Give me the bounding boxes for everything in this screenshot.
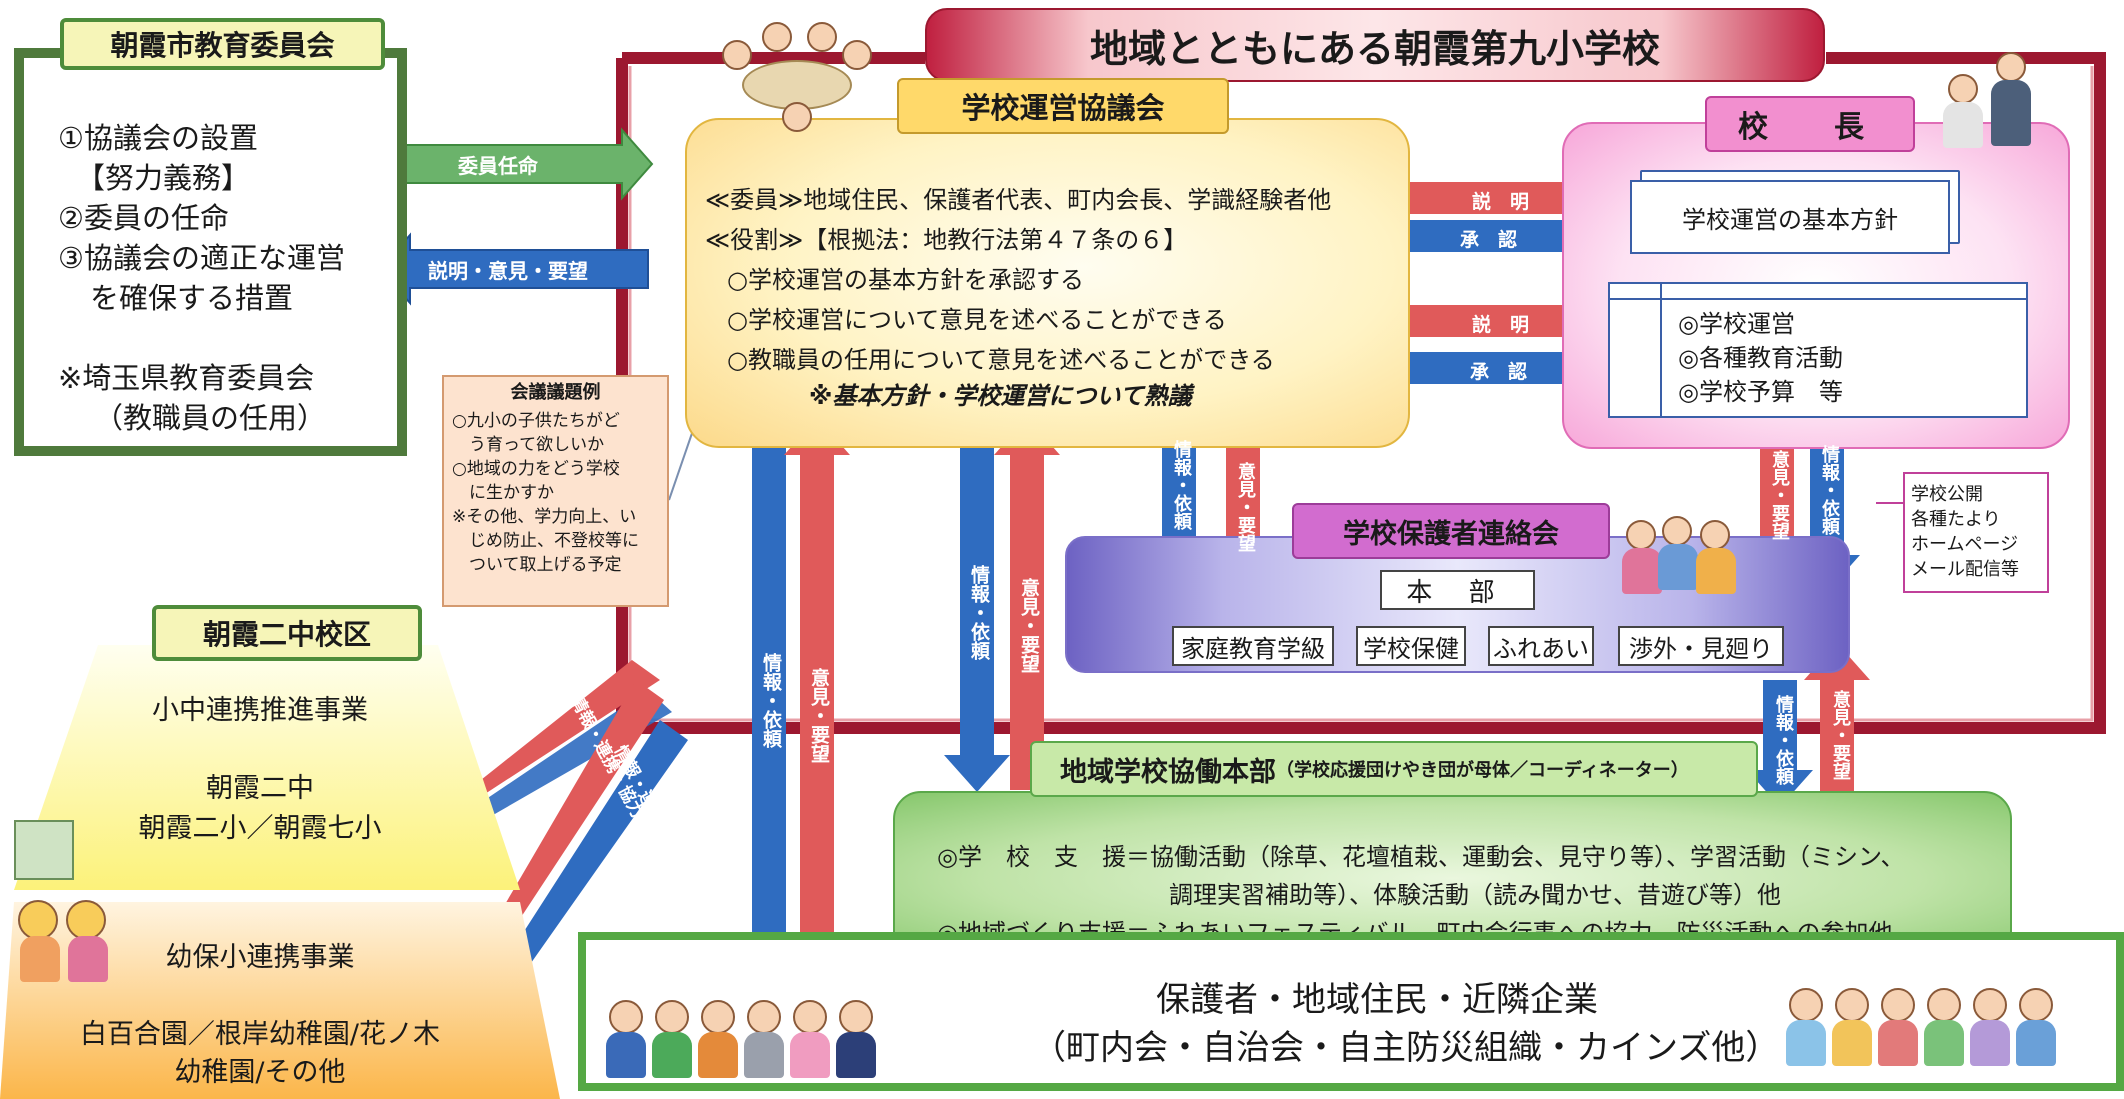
publicity-connector xyxy=(1876,502,1904,504)
community-box: 保護者・地域住民・近隣企業 （町内会・自治会・自主防災組織・カインズ他） xyxy=(578,932,2124,1091)
explain-label-2: 説 明 xyxy=(1472,314,1530,336)
memo-box: 会議議題例 ○九小の子供たちがど う育って欲しいか ○地域の力をどう学校 に生か… xyxy=(442,375,669,607)
board-item-5: を確保する措置 xyxy=(90,281,294,315)
info-arrow-council-community xyxy=(736,418,802,997)
memo-line-5: ※その他、学力向上、い xyxy=(452,507,637,527)
district-trapezoid-top xyxy=(14,645,520,890)
district-school-2: 朝霞二小／朝霞七小 xyxy=(138,813,382,844)
chiiki-label-sub: （学校応援団けやき団が母体／コーディネーター） xyxy=(1276,760,1689,781)
approve-arrow-1 xyxy=(1378,208,1620,264)
info-arrow-council-chiiki xyxy=(944,418,1010,792)
principal-illustration xyxy=(1938,44,2038,149)
board-box: ①協議会の設置 【努力義務】 ②委員の任命 ③協議会の適正な運営 を確保する措置… xyxy=(14,48,407,456)
principal-box: 学校運営の基本方針 ◎学校運営 ◎各種教育活動 ◎学校予算 等 xyxy=(1562,122,2070,449)
council-duty-1: ○学校運営の基本方針を承認する xyxy=(727,266,1084,294)
district-kinder-1: 白百合園／根岸幼稚園/花ノ木 xyxy=(79,1019,441,1050)
page-title: 地域とともにある朝霞第九小学校 xyxy=(925,8,1825,82)
district-lower-blue-arrow xyxy=(478,720,688,1015)
chiiki-label: 地域学校協働本部 （学校応援団けやき団が母体／コーディネーター） xyxy=(1030,741,1758,797)
pta-unit-1: 家庭教育学級 xyxy=(1172,626,1334,666)
publicity-item-1: 学校公開 xyxy=(1911,484,1983,505)
approve-label-1: 承 認 xyxy=(1460,229,1518,251)
explain-opinion-label: 説明・意見・要望 xyxy=(428,259,588,283)
community-line-1: 保護者・地域住民・近隣企業 xyxy=(1156,980,1598,1020)
info-label-council-community: 情報・依頼 xyxy=(760,653,782,748)
pta-unit-3: ふれあい xyxy=(1488,626,1594,666)
opinion-label-pta-council: 意見・要望 xyxy=(1235,462,1256,552)
workers-illustration xyxy=(606,1000,876,1078)
children-illustration xyxy=(4,820,122,982)
memo-line-3: ○地域の力をどう学校 xyxy=(452,459,620,479)
publicity-box: 学校公開 各種たより ホームページ メール配信等 xyxy=(1903,472,2049,593)
explain-arrow-2 xyxy=(1382,293,1618,349)
memo-title: 会議議題例 xyxy=(510,382,601,403)
district-kinder-2: 幼稚園/その他 xyxy=(174,1057,346,1088)
community-line-2: （町内会・自治会・自主防災組織・カインズ他） xyxy=(1032,1028,1780,1068)
info-label-pta-chiiki: 情報・依頼 xyxy=(1773,695,1794,785)
approve-label-2: 承 認 xyxy=(1470,361,1528,383)
explain-label-1: 説 明 xyxy=(1472,191,1530,213)
publicity-item-4: メール配信等 xyxy=(1911,559,2019,580)
council-note: ※基本方針・学校運営について熟議 xyxy=(809,382,1192,410)
explain-arrow-1 xyxy=(1382,170,1618,226)
pta-unit-2: 学校保健 xyxy=(1356,626,1466,666)
district-project-1: 小中連携推進事業 xyxy=(152,695,368,726)
info-label-council-chiiki: 情報・依頼 xyxy=(968,565,990,660)
info-arrow-pta-chiiki xyxy=(1747,680,1813,807)
board-item-1: ①協議会の設置 xyxy=(58,121,258,155)
memo-line-6: じめ防止、不登校等に xyxy=(452,531,639,551)
meeting-illustration xyxy=(712,10,882,140)
info-label-principal-pta: 情報・依頼 xyxy=(1819,445,1840,535)
opinion-arrow-chiiki-council xyxy=(994,418,1060,790)
council-members: ≪委員≫地域住民、保護者代表、町内会長、学識経験者他 xyxy=(705,186,1332,214)
board-note-2: （教職員の任用） xyxy=(94,401,327,435)
chiiki-label-main: 地域学校協働本部 xyxy=(1060,756,1276,788)
memo-line-1: ○九小の子供たちがど xyxy=(452,411,620,431)
chiiki-line-1: ◎学 校 支 援＝協働活動（除草、花壇植栽、運動会、見守り等）、学習活動（ミシン… xyxy=(937,843,1905,871)
district-upper-red-arrow xyxy=(432,660,660,822)
pta-unit-4: 渉外・見廻り xyxy=(1618,626,1784,666)
pta-label: 学校保護者連絡会 xyxy=(1292,503,1610,559)
principal-item-2: ◎各種教育活動 xyxy=(1678,344,1843,372)
policy-doc: 学校運営の基本方針 xyxy=(1630,180,1950,254)
chiiki-line-2: 調理実習補助等）、体験活動（読み聞かせ、昔遊び等）他 xyxy=(1169,881,1781,909)
memo-line-2: う育って欲しいか xyxy=(452,435,605,455)
district-project-2: 幼保小連携事業 xyxy=(165,942,355,973)
board-item-3: ②委員の任命 xyxy=(58,201,229,235)
publicity-item-2: 各種たより xyxy=(1911,509,2001,530)
principal-items-box: ◎学校運営 ◎各種教育活動 ◎学校予算 等 xyxy=(1608,282,2028,418)
opinion-arrow-community-council xyxy=(784,418,850,995)
opinion-arrow-chiiki-pta xyxy=(1804,643,1870,810)
board-item-2: 【努力義務】 xyxy=(76,161,251,195)
residents-illustration xyxy=(1786,988,2056,1066)
council-duty-3: ○教職員の任用について意見を述べることができる xyxy=(727,346,1275,374)
appoint-label: 委員任命 xyxy=(458,154,538,178)
parents-illustration xyxy=(1622,512,1744,612)
district-label: 朝霞二中校区 xyxy=(152,605,422,661)
board-note-1: ※埼玉県教育委員会 xyxy=(58,361,315,395)
council-label: 学校運営協議会 xyxy=(897,78,1229,134)
principal-item-1: ◎学校運営 xyxy=(1678,310,1795,338)
council-box: ≪委員≫地域住民、保護者代表、町内会長、学識経験者他 ≪役割≫【根拠法：地教行法… xyxy=(685,118,1410,448)
council-duty-2: ○学校運営について意見を述べることができる xyxy=(727,306,1227,334)
memo-line-4: に生かすか xyxy=(452,483,554,503)
board-label: 朝霞市教育委員会 xyxy=(60,18,385,70)
appoint-arrow xyxy=(377,127,654,201)
district-trapezoid-bottom xyxy=(0,902,560,1099)
pta-hq: 本 部 xyxy=(1380,570,1535,610)
opinion-label-chiiki-council: 意見・要望 xyxy=(1018,578,1040,673)
opinion-label-community-council: 意見・要望 xyxy=(808,668,830,763)
opinion-label-chiiki-pta: 意見・要望 xyxy=(1830,690,1851,780)
council-role: ≪役割≫【根拠法：地教行法第４７条の６】 xyxy=(705,226,1188,254)
district-lower-red-arrow xyxy=(474,680,664,968)
publicity-item-3: ホームページ xyxy=(1911,534,2019,555)
principal-label: 校 長 xyxy=(1705,96,1915,152)
info-label-council-pta: 情報・依頼 xyxy=(1171,440,1192,530)
board-item-4: ③協議会の適正な運営 xyxy=(58,241,345,275)
principal-item-3: ◎学校予算 等 xyxy=(1678,378,1843,406)
opinion-label-pta-principal: 意見・要望 xyxy=(1769,450,1790,540)
memo-line-7: ついて取上げる予定 xyxy=(452,555,622,575)
district-school-1: 朝霞二中 xyxy=(206,773,314,804)
